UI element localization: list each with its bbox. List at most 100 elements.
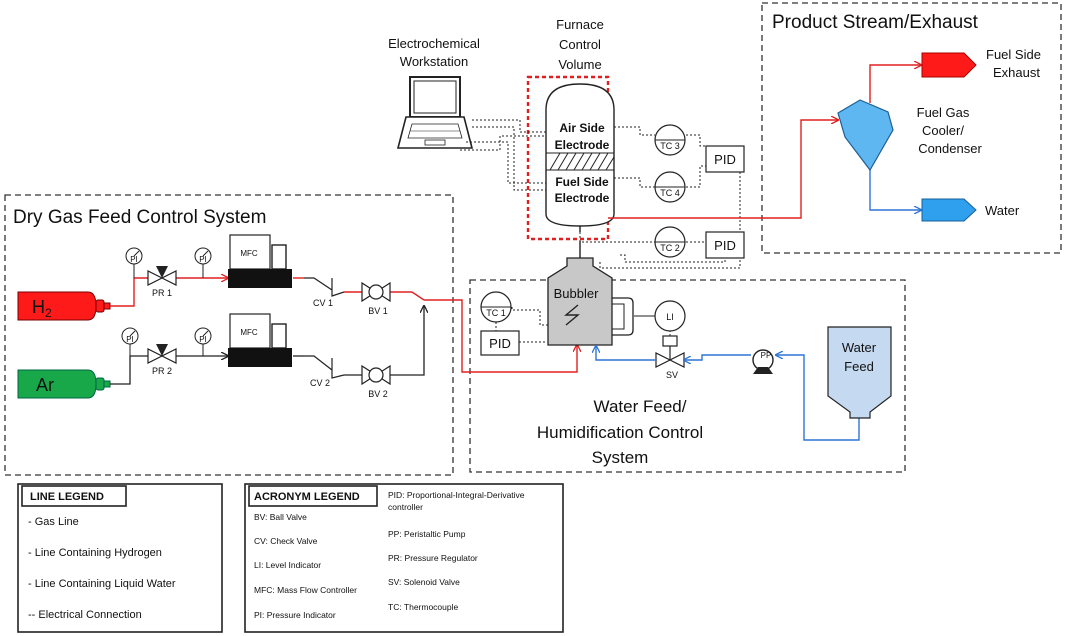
svg-text:SV: SV bbox=[666, 370, 678, 380]
bubbler-label: Bubbler bbox=[554, 286, 599, 301]
acronym-cv: CV: Check Valve bbox=[254, 536, 318, 546]
water-feed-tank bbox=[827, 326, 892, 419]
tc2-gauge: TC 2 bbox=[654, 226, 686, 258]
water-feed-title-line1: Water Feed/ bbox=[594, 397, 687, 416]
ar-line bbox=[110, 355, 148, 385]
acronym-pid-cont: controller bbox=[388, 502, 423, 512]
water-line-to-bubbler bbox=[596, 346, 656, 361]
fuel-electrode-line2: Electrode bbox=[555, 191, 610, 205]
fuel-electrode-line1: Fuel Side bbox=[555, 175, 609, 189]
acronym-tc: TC: Thermocouple bbox=[388, 602, 459, 612]
acronym-legend-title: ACRONYM LEGEND bbox=[254, 491, 360, 503]
water-feed-title-line2: Humidification Control bbox=[537, 423, 703, 442]
svg-text:PID: PID bbox=[714, 238, 736, 253]
tc4-gauge: TC 4 bbox=[654, 171, 686, 203]
svg-text:PI: PI bbox=[199, 255, 207, 264]
svg-text:PP: PP bbox=[761, 351, 772, 360]
water-feed-section-box bbox=[469, 279, 906, 473]
exhaust-label-line1: Fuel Side bbox=[986, 47, 1041, 62]
line-legend-title: LINE LEGEND bbox=[30, 491, 104, 503]
water-feed-tank-line1: Water bbox=[842, 340, 877, 355]
h2-label: H2 bbox=[32, 297, 52, 320]
water-outlet-arrow bbox=[921, 198, 977, 222]
pid-controller-top: PID bbox=[705, 145, 745, 173]
line-legend-item-gas: - Gas Line bbox=[28, 516, 79, 528]
svg-text:TC 1: TC 1 bbox=[486, 308, 506, 318]
ar-label: Ar bbox=[36, 375, 54, 395]
cooler-label-line1: Fuel Gas bbox=[917, 105, 970, 120]
acronym-legend: ACRONYM LEGEND BV: Ball Valve CV: Check … bbox=[244, 483, 564, 633]
dry-gas-section-title: Dry Gas Feed Control System bbox=[13, 207, 266, 228]
furnace-label-line2: Control bbox=[559, 37, 601, 52]
cooler-label-line3: Condenser bbox=[918, 141, 982, 156]
line-legend-item-water: - Line Containing Liquid Water bbox=[28, 578, 176, 590]
acronym-li: LI: Level Indicator bbox=[254, 560, 321, 570]
pressure-regulator-1: PR 1 bbox=[147, 266, 177, 298]
h2-to-bubbler-line bbox=[424, 299, 577, 373]
peristaltic-pump: PP bbox=[752, 349, 774, 374]
exhaust-label-line2: Exhaust bbox=[993, 65, 1040, 80]
svg-text:PR 1: PR 1 bbox=[152, 288, 172, 298]
cell-vessel bbox=[545, 83, 615, 227]
pi-gauge-4: PI bbox=[194, 327, 212, 356]
furnace-label-line3: Volume bbox=[558, 57, 601, 72]
hydrogen-line-to-cooler bbox=[608, 120, 838, 219]
pi-gauge-2: PI bbox=[194, 247, 212, 278]
water-line-to-outlet bbox=[869, 170, 921, 210]
ar-tank bbox=[17, 369, 111, 399]
product-section-box bbox=[761, 2, 1062, 254]
level-indicator: LI bbox=[654, 300, 686, 332]
pid-controller-bottom: PID bbox=[480, 330, 520, 356]
svg-text:PID: PID bbox=[489, 336, 511, 351]
tc1-gauge: TC 1 bbox=[480, 291, 512, 323]
svg-text:BV 2: BV 2 bbox=[368, 389, 388, 399]
h2-line bbox=[110, 277, 148, 307]
svg-text:CV 1: CV 1 bbox=[313, 298, 333, 308]
pressure-regulator-2: PR 2 bbox=[147, 344, 177, 376]
pi-gauge-1: PI bbox=[125, 247, 143, 278]
air-electrode-line2: Electrode bbox=[555, 138, 610, 152]
svg-text:TC 4: TC 4 bbox=[660, 188, 680, 198]
ball-valve-2: BV 2 bbox=[361, 364, 391, 399]
acronym-pp: PP: Peristaltic Pump bbox=[388, 529, 466, 539]
water-feed-title-line3: System bbox=[592, 448, 649, 467]
workstation-label-line2: Workstation bbox=[400, 54, 468, 69]
tc3-gauge: TC 3 bbox=[654, 124, 686, 156]
electrolyte-hatch bbox=[549, 152, 615, 171]
solenoid-valve: SV bbox=[655, 335, 685, 380]
air-electrode-line1: Air Side bbox=[559, 121, 605, 135]
water-feed-tank-line2: Feed bbox=[844, 359, 874, 374]
cooler-label-line2: Cooler/ bbox=[922, 123, 964, 138]
line-legend-item-electrical: -- Electrical Connection bbox=[28, 609, 142, 621]
svg-text:BV 1: BV 1 bbox=[368, 306, 388, 316]
mfc-2: MFC bbox=[228, 313, 292, 367]
line-legend: LINE LEGEND - Gas Line - Line Containing… bbox=[17, 483, 223, 633]
water-line-tank-to-pump bbox=[776, 355, 860, 441]
laptop-icon bbox=[396, 76, 474, 149]
ball-valve-1: BV 1 bbox=[361, 281, 391, 316]
h2-tank bbox=[17, 291, 111, 321]
hydrogen-line-to-exhaust bbox=[869, 65, 921, 103]
water-line-pump-to-sv bbox=[684, 354, 751, 360]
cooler-condenser bbox=[837, 99, 894, 172]
product-section-title: Product Stream/Exhaust bbox=[772, 12, 979, 33]
pi-gauge-3: PI bbox=[121, 327, 139, 356]
acronym-pid: PID: Proportional-Integral-Derivative bbox=[388, 490, 525, 500]
svg-text:PID: PID bbox=[714, 152, 736, 167]
check-valve-2: CV 2 bbox=[304, 355, 345, 388]
pid-controller-middle: PID bbox=[705, 231, 745, 259]
mfc-1: MFC bbox=[228, 234, 292, 288]
dry-gas-section-box bbox=[4, 194, 454, 476]
svg-text:LI: LI bbox=[666, 312, 674, 322]
svg-text:TC 2: TC 2 bbox=[660, 243, 680, 253]
acronym-pr: PR: Pressure Regulator bbox=[388, 553, 478, 563]
workstation-label-line1: Electrochemical bbox=[388, 36, 480, 51]
bubbler-vessel bbox=[547, 257, 634, 346]
svg-text:TC 3: TC 3 bbox=[660, 141, 680, 151]
svg-text:PI: PI bbox=[130, 255, 138, 264]
furnace-label-line1: Furnace bbox=[556, 17, 604, 32]
check-valve-1: CV 1 bbox=[304, 277, 345, 308]
svg-text:PR 2: PR 2 bbox=[152, 366, 172, 376]
fuel-exhaust-arrow bbox=[921, 52, 977, 78]
